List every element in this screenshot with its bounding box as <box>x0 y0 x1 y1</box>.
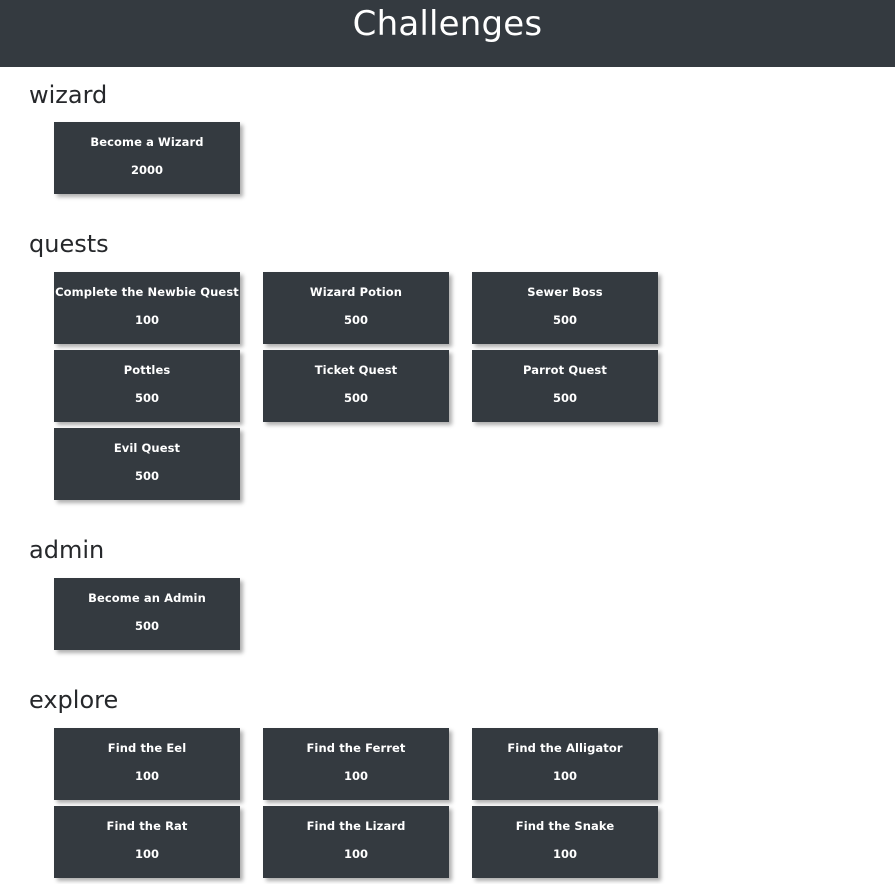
challenge-card[interactable]: Become an Admin 500 <box>54 578 240 650</box>
challenge-card[interactable]: Parrot Quest 500 <box>472 350 658 422</box>
card-grid-admin: Become an Admin 500 <box>0 565 895 656</box>
challenge-card[interactable]: Sewer Boss 500 <box>472 272 658 344</box>
challenge-card-points: 100 <box>134 313 159 327</box>
challenge-card[interactable]: Evil Quest 500 <box>54 428 240 500</box>
challenge-card-points: 500 <box>134 391 159 405</box>
challenge-card-points: 100 <box>552 769 577 783</box>
challenge-card-points: 500 <box>552 391 577 405</box>
section-title-explore: explore <box>29 686 119 714</box>
page-title: Challenges <box>352 4 543 44</box>
challenge-card-points: 500 <box>343 313 368 327</box>
challenge-card[interactable]: Find the Eel 100 <box>54 728 240 800</box>
section-title-quests: quests <box>29 230 109 258</box>
challenge-card-name: Become a Wizard <box>90 135 204 149</box>
challenge-card-name: Ticket Quest <box>314 363 398 377</box>
card-grid-quests: Complete the Newbie Quest 100 Wizard Potio… <box>0 259 895 506</box>
challenge-card-name: Find the Alligator <box>507 741 623 755</box>
challenge-card-points: 500 <box>343 391 368 405</box>
challenge-card-name: Find the Eel <box>107 741 187 755</box>
section-title-admin: admin <box>29 536 105 564</box>
challenge-card-name: Pottles <box>123 363 171 377</box>
challenge-card[interactable]: Find the Lizard 100 <box>263 806 449 878</box>
challenge-card[interactable]: Find the Rat 100 <box>54 806 240 878</box>
challenge-card-name: Find the Snake <box>515 819 615 833</box>
challenge-card-name: Find the Lizard <box>306 819 406 833</box>
challenge-card-name: Wizard Potion <box>309 285 403 299</box>
section-title-wizard: wizard <box>29 81 108 109</box>
challenge-card-points: 500 <box>552 313 577 327</box>
challenge-card-name: Evil Quest <box>113 441 181 455</box>
challenge-card[interactable]: Ticket Quest 500 <box>263 350 449 422</box>
challenge-card-points: 100 <box>134 847 159 861</box>
challenge-card-points: 100 <box>134 769 159 783</box>
challenge-card-points: 2000 <box>130 163 163 177</box>
challenge-card-points: 100 <box>343 769 368 783</box>
challenge-card-points: 500 <box>134 469 159 483</box>
challenge-card[interactable]: Find the Ferret 100 <box>263 728 449 800</box>
challenge-card[interactable]: Wizard Potion 500 <box>263 272 449 344</box>
challenge-card[interactable]: Pottles 500 <box>54 350 240 422</box>
challenge-card-points: 100 <box>343 847 368 861</box>
challenge-card[interactable]: Find the Snake 100 <box>472 806 658 878</box>
card-grid-wizard: Become a Wizard 2000 <box>0 110 895 200</box>
challenge-card-name: Find the Ferret <box>306 741 406 755</box>
challenge-card[interactable]: Find the Alligator 100 <box>472 728 658 800</box>
challenge-card-points: 100 <box>552 847 577 861</box>
challenge-card-name: Become an Admin <box>88 591 206 605</box>
challenge-card[interactable]: Complete the Newbie Quest 100 <box>54 272 240 344</box>
challenge-card[interactable]: Become a Wizard 2000 <box>54 122 240 194</box>
challenge-card-name: Parrot Quest <box>523 363 607 377</box>
page-header: Challenges <box>0 0 895 67</box>
challenge-card-name: Sewer Boss <box>527 285 603 299</box>
challenge-card-name: Find the Rat <box>106 819 188 833</box>
challenge-card-points: 500 <box>134 619 159 633</box>
challenge-card-name: Complete the Newbie Quest <box>55 285 239 299</box>
